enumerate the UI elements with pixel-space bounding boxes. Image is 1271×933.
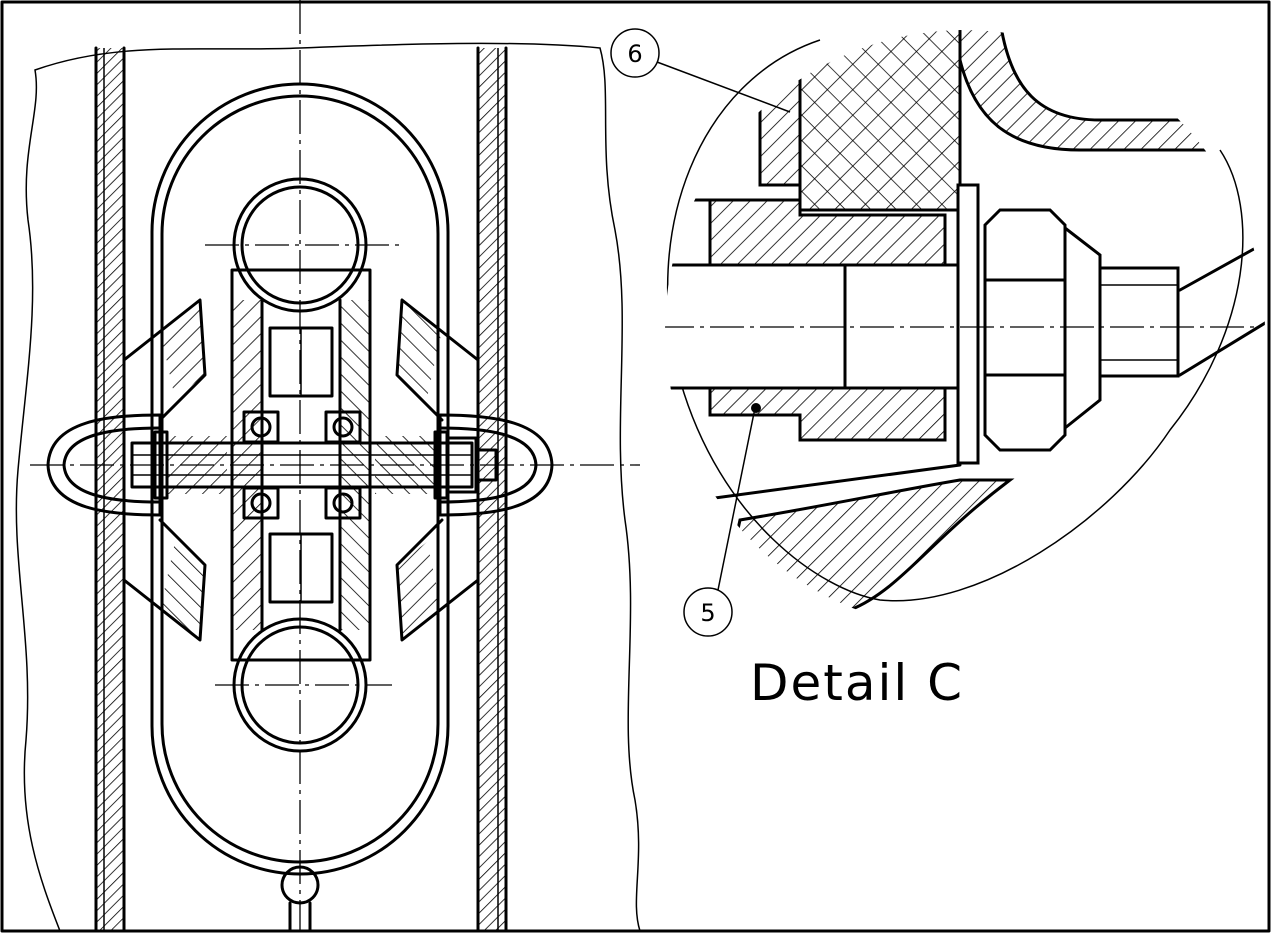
- break-outline: [15, 42, 642, 932]
- balloon-5-number: 5: [700, 599, 715, 627]
- balloon-6-number: 6: [627, 40, 642, 68]
- balloon-5: 5: [683, 403, 761, 637]
- detail-caption: Detail C: [750, 654, 964, 712]
- detail-view: [665, 30, 1265, 612]
- balloon-6: 6: [610, 28, 791, 113]
- main-section-view: [15, 0, 642, 933]
